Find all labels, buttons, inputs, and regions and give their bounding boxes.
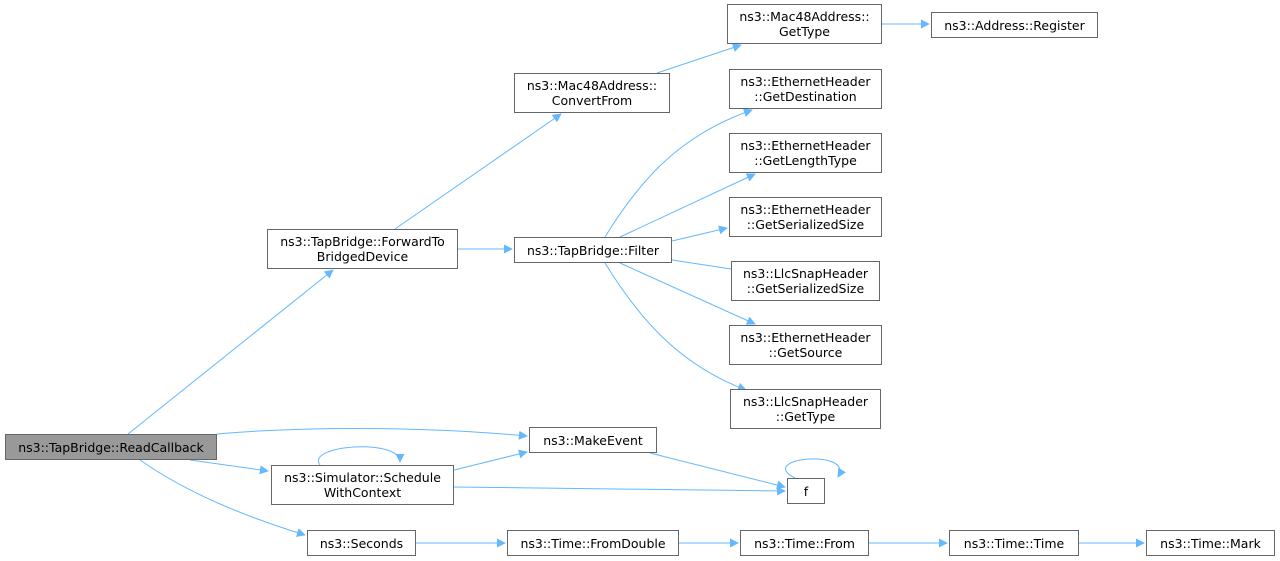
node-timemark-label: ns3::Time::Mark — [1160, 535, 1261, 551]
node-forward-label-1: ns3::TapBridge::ForwardTo — [280, 234, 445, 249]
node-llc-gettype-label-1: ns3::LlcSnapHeader — [742, 394, 869, 409]
node-mac48-convertfrom[interactable]: ns3::Mac48Address:: ConvertFrom — [514, 73, 670, 113]
node-eth-getsource-label-2: ::GetSource — [768, 345, 843, 360]
node-ethernet-getdestination[interactable]: ns3::EthernetHeader ::GetDestination — [729, 69, 882, 109]
edge-schedulewithcontext-to-makeevent — [453, 449, 528, 471]
node-timetime-label: ns3::Time::Time — [963, 535, 1065, 551]
node-mac-gettype-label-2: GetType — [779, 24, 830, 39]
node-time-time[interactable]: ns3::Time::Time — [949, 530, 1079, 556]
node-time-from[interactable]: ns3::Time::From — [740, 530, 869, 556]
node-simulator-schedulewithcontext[interactable]: ns3::Simulator::Schedule WithContext — [271, 465, 454, 505]
node-time-mark[interactable]: ns3::Time::Mark — [1146, 530, 1275, 556]
node-eth-getsersize-label-2: ::GetSerializedSize — [746, 217, 865, 232]
node-forward-to-bridged-device[interactable]: ns3::TapBridge::ForwardTo BridgedDevice — [267, 229, 458, 269]
edge-schedulewithcontext-to-schedulewithcontext — [317, 446, 405, 466]
edge-filter-to-eth_getlentype — [619, 173, 756, 238]
edge-readcallback-to-makeevent — [216, 427, 528, 440]
node-forward-label-2: BridgedDevice — [316, 249, 409, 264]
edge-makeevent-to-f — [649, 452, 786, 490]
node-eth-getdest-label-1: ns3::EthernetHeader — [740, 74, 871, 89]
node-ethernet-getlengthtype[interactable]: ns3::EthernetHeader ::GetLengthType — [729, 133, 882, 173]
edge-filter-to-eth_getsource — [619, 262, 756, 325]
edge-schedulewithcontext-to-f — [453, 486, 786, 496]
node-seconds[interactable]: ns3::Seconds — [307, 530, 416, 556]
node-convertfrom-label-1: ns3::Mac48Address:: — [526, 78, 658, 93]
edge-filter-to-llc_gettype — [604, 262, 747, 392]
node-mac-gettype-label-1: ns3::Mac48Address:: — [739, 9, 870, 24]
node-time-fromdouble[interactable]: ns3::Time::FromDouble — [507, 530, 679, 556]
node-convertfrom-label-2: ConvertFrom — [551, 93, 633, 108]
node-llc-getsersize-label-2: ::GetSerializedSize — [746, 281, 865, 296]
node-f-label: f — [803, 483, 809, 499]
node-schedule-label-2: WithContext — [323, 485, 402, 500]
edge-f-to-f — [785, 458, 846, 479]
node-schedule-label-1: ns3::Simulator::Schedule — [284, 470, 441, 485]
edge-filter-to-eth_getdest — [604, 108, 753, 238]
node-ethernet-getsource[interactable]: ns3::EthernetHeader ::GetSource — [729, 325, 882, 365]
edge-readcallback-to-schedulewithcontext — [189, 459, 269, 475]
node-mac48-gettype[interactable]: ns3::Mac48Address:: GetType — [727, 4, 882, 44]
node-llcsnap-getserializedsize[interactable]: ns3::LlcSnapHeader ::GetSerializedSize — [731, 261, 880, 301]
node-filter-label: ns3::TapBridge::Filter — [526, 242, 660, 258]
node-readcallback-label: ns3::TapBridge::ReadCallback — [18, 439, 204, 455]
node-seconds-label: ns3::Seconds — [319, 535, 404, 551]
node-eth-getlentype-label-1: ns3::EthernetHeader — [740, 138, 871, 153]
node-llcsnap-gettype[interactable]: ns3::LlcSnapHeader ::GetType — [730, 389, 881, 429]
node-eth-getlentype-label-2: ::GetLengthType — [754, 153, 857, 168]
node-timefrom-label: ns3::Time::From — [754, 535, 855, 551]
node-eth-getdest-label-2: ::GetDestination — [754, 89, 857, 104]
edge-readcallback-to-seconds — [139, 459, 306, 537]
edge-readcallback-to-forward — [127, 269, 334, 435]
node-fromdouble-label: ns3::Time::FromDouble — [520, 535, 666, 551]
node-ethernet-getserializedsize[interactable]: ns3::EthernetHeader ::GetSerializedSize — [729, 197, 882, 237]
node-tapbridge-filter[interactable]: ns3::TapBridge::Filter — [514, 237, 672, 263]
edge-convertfrom-to-mac_gettype — [656, 43, 742, 74]
node-makeevent-label: ns3::MakeEvent — [543, 432, 643, 448]
node-makeevent[interactable]: ns3::MakeEvent — [529, 427, 657, 453]
node-eth-getsource-label-1: ns3::EthernetHeader — [740, 330, 871, 345]
node-readcallback: ns3::TapBridge::ReadCallback — [5, 434, 217, 460]
node-address-register[interactable]: ns3::Address::Register — [931, 12, 1098, 38]
node-address-register-label: ns3::Address::Register — [944, 17, 1085, 33]
node-f[interactable]: f — [787, 478, 825, 504]
node-eth-getsersize-label-1: ns3::EthernetHeader — [740, 202, 871, 217]
edge-forward-to-convertfrom — [394, 113, 562, 230]
edge-filter-to-eth_getsersize — [671, 225, 728, 242]
node-llc-getsersize-label-1: ns3::LlcSnapHeader — [742, 266, 869, 281]
node-llc-gettype-label-2: ::GetType — [775, 409, 836, 424]
